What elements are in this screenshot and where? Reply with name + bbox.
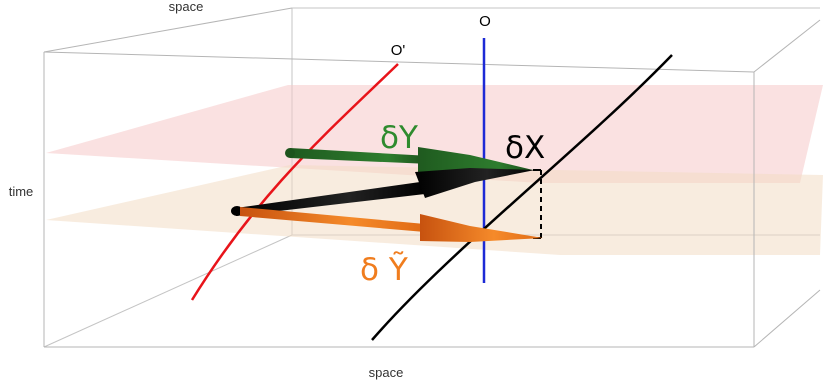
worldline-x [371, 54, 673, 341]
axis-label-space-top: space [169, 0, 204, 14]
delta-x-label: δX [505, 130, 545, 166]
observer-o-prime-worldline [190, 63, 399, 301]
bounding-box-front [43, 7, 821, 348]
delta-y-tilde-arrow [240, 207, 543, 242]
observer-o-label: O [479, 13, 491, 30]
axis-label-space-bottom: space [369, 365, 404, 380]
observer-o-prime-label: O' [391, 42, 406, 59]
delta-y-label: δY [380, 120, 418, 156]
simultaneity-plane-lower [46, 165, 823, 255]
simultaneity-plane-upper [46, 85, 823, 183]
axis-label-time: time [9, 184, 34, 199]
delta-y-tilde-label: δ Ỹ [360, 252, 408, 288]
